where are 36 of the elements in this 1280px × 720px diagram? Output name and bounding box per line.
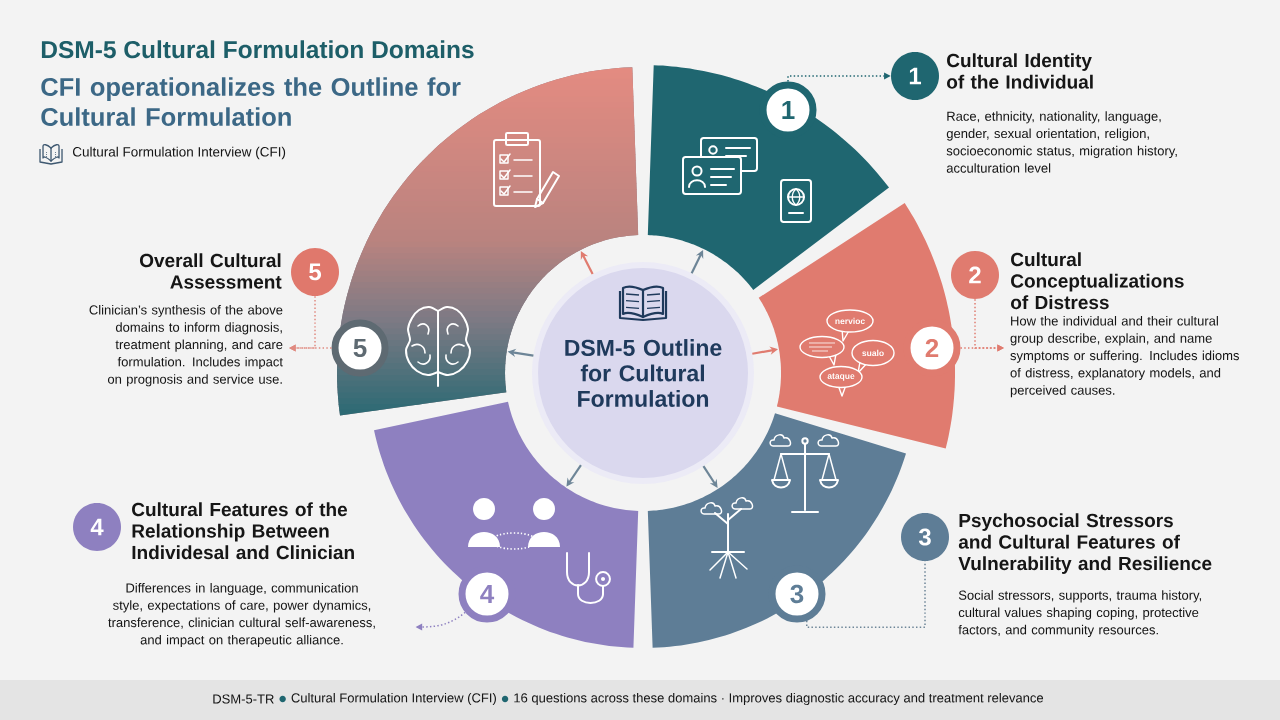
arrow: [289, 295, 316, 352]
speech-bubble: ataque: [819, 365, 863, 397]
domain-description: Race, ethnicity, nationality, language, gender, sexual orientation, religion, socioeconomic status, migration history, acculturation level: [946, 111, 1177, 173]
speech-bubble: [799, 335, 845, 366]
number-badge: 4: [458, 565, 516, 623]
number-badge: 5: [331, 319, 389, 377]
interview-label: Cultural Formulation Interview (CFI): [72, 146, 286, 160]
connector-line: [806, 560, 926, 628]
domain-description: Clinician’s synthesis of the above domains to inform diagnosis, treatment planning, and care formulation. Includes impact on prognosis and service use.: [89, 305, 283, 387]
domain-heading: Overall Cultural Assessment: [140, 253, 282, 289]
arrow: [702, 465, 718, 488]
arrow: [974, 298, 1004, 352]
speech-bubble: sualo: [851, 339, 895, 374]
footer-text: DSM-5-TR: [213, 694, 274, 704]
number-badge: 1: [759, 81, 817, 139]
wheel-segment: [647, 413, 906, 648]
speech-bubble: nervioc: [826, 309, 874, 342]
footer-text: 16 questions across these domains · Improves diagnostic accuracy and treatment relevance: [514, 692, 1044, 706]
arrow: [752, 346, 778, 355]
footer-text: Cultural Formulation Interview (CFI): [291, 692, 496, 706]
number-badge: 2: [951, 251, 999, 299]
domain-heading: Cultural Identity of the Individual: [947, 53, 1093, 89]
domain-description: How the individual and their cultural group describe, explain, and name symptoms or suffering. Includes idioms of distress, explanatory models, and perceived causes.: [1010, 316, 1240, 398]
number-badge: 1: [891, 52, 939, 100]
domain-description: Social stressors, supports, trauma history, cultural values shaping coping, protective factors, and community resources.: [958, 590, 1202, 637]
domain-heading: Cultural Conceptualizations of Distress: [1011, 252, 1184, 310]
number-badge: 3: [768, 565, 826, 623]
title: DSM-5 Cultural Formulation Domains: [41, 40, 474, 59]
number-badge: 5: [291, 248, 339, 296]
number-badge: 3: [901, 513, 949, 561]
domain-description: Differences in language, communication style, expectations of care, power dynamics, transference, clinician cultural self-awareness, and impact on therapeutic alliance.: [108, 583, 375, 648]
subtitle: CFI operationalizes the Outline for Cultural Formulation: [41, 77, 461, 126]
domain-heading: Psychosocial Stressors and Cultural Features of Vulnerability and Resilience: [958, 513, 1212, 574]
number-badge: 4: [73, 503, 121, 551]
domain-heading: Cultural Features of the Relationship Between Individesal and Clinician: [132, 502, 354, 560]
number-badge: 2: [903, 319, 961, 377]
